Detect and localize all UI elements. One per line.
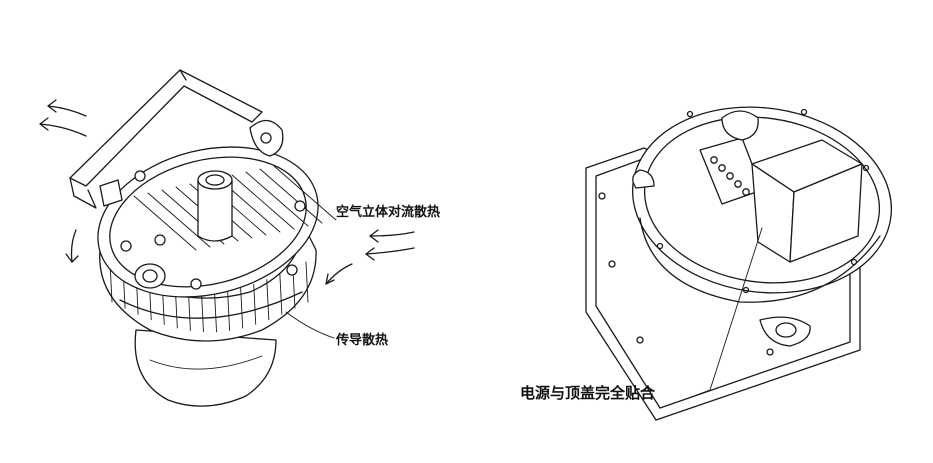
lamp-globe (134, 329, 277, 407)
airflow-arrows-right (325, 229, 415, 285)
mounting-bracket (69, 69, 284, 209)
top-cover (97, 146, 337, 298)
power-fit-leader (693, 227, 763, 397)
air-convection-label: 空气立体对流散热 (336, 204, 440, 220)
lamp-open-view (585, 106, 893, 421)
conduction-label: 传导散热 (335, 332, 388, 348)
airflow-arrows-left (39, 99, 87, 263)
power-fit-label: 电源与顶盖完全贴合 (520, 384, 656, 402)
lamp-heat-view (39, 69, 415, 407)
conduction-leader (285, 311, 335, 339)
power-supply-box (751, 139, 863, 263)
terminal-block (699, 110, 763, 205)
